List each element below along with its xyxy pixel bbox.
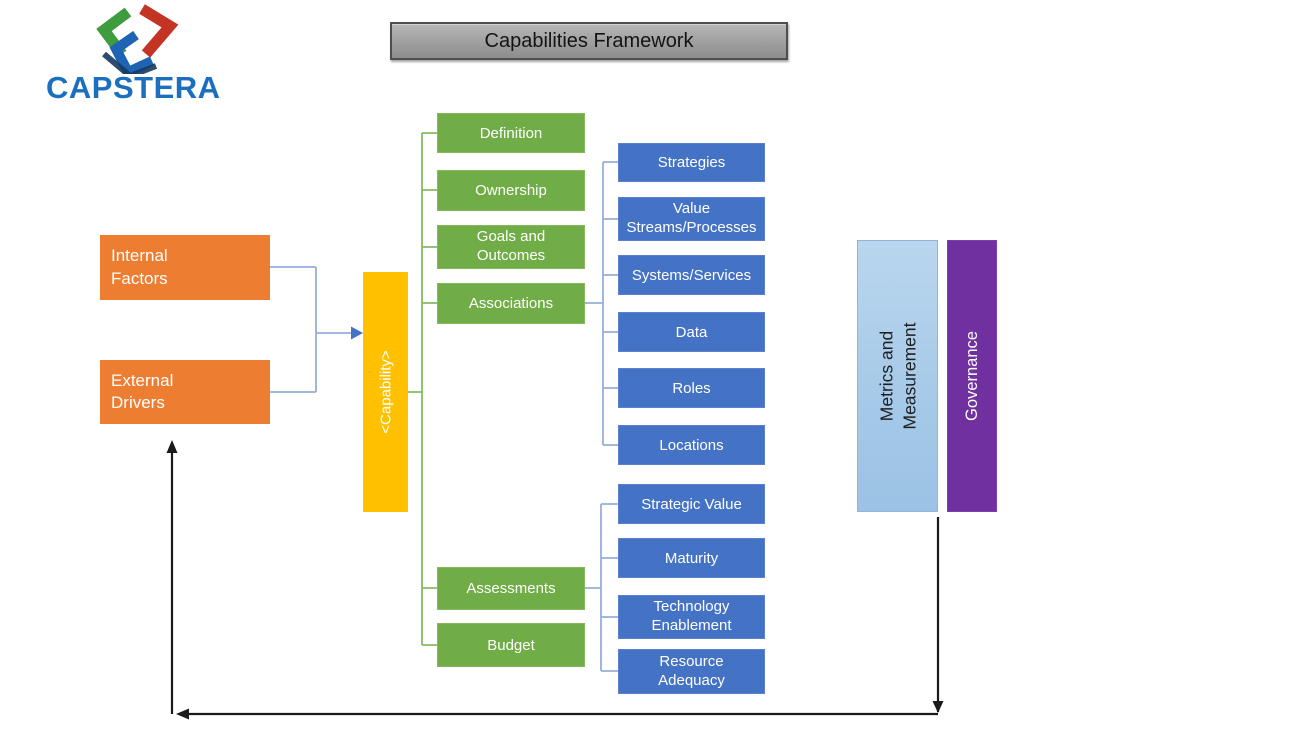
node-data-label: Data <box>675 323 708 341</box>
node-strategies-label: Strategies <box>657 154 726 171</box>
node-assessments-label: Assessments <box>466 580 556 597</box>
node-ownership: Ownership <box>437 170 585 211</box>
arrowhead-feedback-down <box>932 701 944 713</box>
node-goals-and-outcomes-label: Goals and Outcomes <box>476 228 546 264</box>
connector-associations-bracket <box>585 161 618 446</box>
node-external-drivers: External Drivers <box>100 360 270 424</box>
node-external-drivers-label: External Drivers <box>111 370 174 412</box>
node-definition: Definition <box>437 113 585 153</box>
node-metrics-and-measurement: Metrics and Measurement <box>857 240 938 512</box>
node-budget-label: Budget <box>487 636 535 654</box>
node-strategies: Strategies <box>618 143 765 182</box>
node-technology-enablement-label: Technology Enablement <box>651 598 732 634</box>
diagram-title-label: Capabilities Framework <box>484 29 694 52</box>
node-systems-services: Systems/Services <box>618 255 765 295</box>
node-ownership-label: Ownership <box>475 182 547 199</box>
node-maturity-label: Maturity <box>664 549 719 567</box>
node-assessments: Assessments <box>437 567 585 610</box>
connector-drivers-merge <box>270 266 351 393</box>
node-associations-label: Associations <box>468 295 554 312</box>
capstera-wordmark: CAPSTERA <box>46 70 221 105</box>
node-locations: Locations <box>618 425 765 465</box>
arrowhead-feedback-left <box>176 708 189 720</box>
node-strategic-value-label: Strategic Value <box>641 495 742 513</box>
node-associations: Associations <box>437 283 585 324</box>
arrowhead-drivers-to-capability <box>351 326 363 340</box>
node-systems-services-label: Systems/Services <box>631 266 752 284</box>
node-locations-label: Locations <box>659 436 724 454</box>
node-metrics-and-measurement-label: Metrics and Measurement <box>875 322 919 430</box>
node-maturity: Maturity <box>618 538 765 578</box>
node-value-streams-processes: Value Streams/Processes <box>618 197 765 241</box>
node-capability: <Capability> <box>363 272 408 512</box>
node-internal-factors-label: Internal Factors <box>111 246 168 288</box>
diagram-title: Capabilities Framework <box>390 22 788 60</box>
node-resource-adequacy: Resource Adequacy <box>618 649 765 694</box>
node-value-streams-processes-label: Value Streams/Processes <box>626 200 757 236</box>
capstera-cube-icon <box>96 4 179 74</box>
node-capability-label: <Capability> <box>377 350 394 434</box>
node-governance: Governance <box>947 240 997 512</box>
node-goals-and-outcomes: Goals and Outcomes <box>437 225 585 269</box>
node-resource-adequacy-label: Resource Adequacy <box>658 652 725 689</box>
arrowhead-feedback-up <box>166 440 178 453</box>
node-internal-factors: Internal Factors <box>100 235 270 300</box>
node-data: Data <box>618 312 765 352</box>
connector-capability-tree <box>408 132 437 646</box>
node-definition-label: Definition <box>479 124 543 142</box>
node-roles-label: Roles <box>672 379 711 397</box>
node-roles: Roles <box>618 368 765 408</box>
node-metrics-and-measurement-inner: Metrics and Measurement <box>857 240 938 512</box>
node-strategic-value: Strategic Value <box>618 484 765 524</box>
node-governance-label: Governance <box>962 331 981 421</box>
node-technology-enablement: Technology Enablement <box>618 595 765 639</box>
connector-assessments-bracket <box>585 503 618 672</box>
node-budget: Budget <box>437 623 585 667</box>
